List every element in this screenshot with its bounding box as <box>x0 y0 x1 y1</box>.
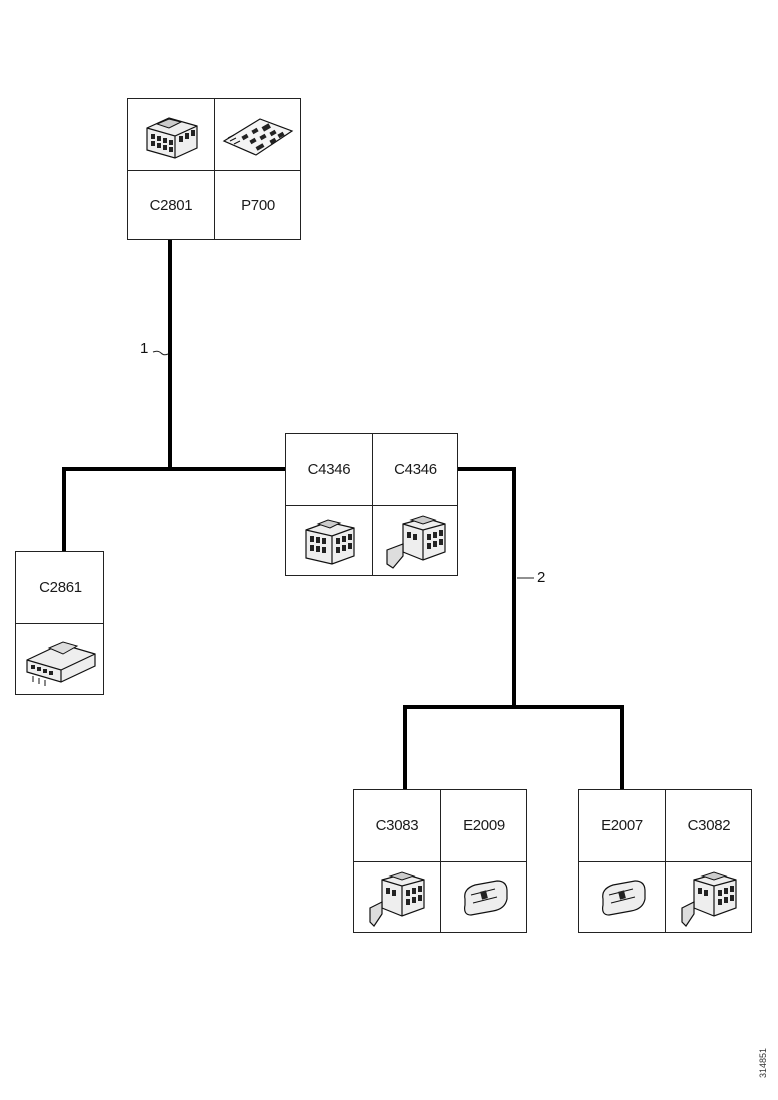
connector-c3083-image <box>354 861 440 934</box>
flat-plug-connector-icon <box>25 640 96 686</box>
wire-drop-e2007 <box>620 705 624 791</box>
connector-p700-image <box>214 99 302 170</box>
connector-group-c2861: C2861 <box>15 551 104 695</box>
connector-c3082-image <box>665 861 753 934</box>
connector-label-c2861: C2861 <box>39 579 82 596</box>
figure-reference-number: 314851 <box>758 1047 768 1078</box>
angled-connector-icon <box>681 870 737 927</box>
wire-trunk-2 <box>512 467 516 709</box>
connector-group-c2801-p700: C2801 P700 <box>127 98 301 240</box>
angled-connector-icon <box>385 515 446 569</box>
connector-label-c2801: C2801 <box>149 197 193 214</box>
multi-pin-connector-icon <box>305 519 355 565</box>
callout-2-leader <box>517 577 534 579</box>
connector-group-c4346: C4346 C4346 <box>285 433 458 576</box>
connector-label-p700: P700 <box>241 197 275 214</box>
connector-c4346-b-image <box>372 505 459 577</box>
circuit-board-icon <box>222 117 294 156</box>
connector-e2007-image <box>579 861 665 934</box>
oval-connector-icon <box>464 879 508 916</box>
connector-c2861-image <box>16 623 105 696</box>
wire-drop-c2861 <box>62 467 66 553</box>
connector-c4346-a-image <box>286 505 372 577</box>
wire-trunk-1 <box>168 239 172 470</box>
angled-connector-icon <box>369 870 425 927</box>
connector-e2009-image <box>440 861 528 934</box>
oval-connector-icon <box>602 879 646 916</box>
wire-branch-left <box>62 467 287 471</box>
connector-group-e2007-c3082: E2007 C3082 <box>578 789 752 933</box>
connector-label-e2009: E2009 <box>463 817 505 834</box>
connector-label-c4346-a: C4346 <box>307 461 351 478</box>
connector-c2801-image <box>128 99 214 170</box>
multi-pin-connector-icon <box>146 116 198 159</box>
wire-drop-c3083 <box>403 705 407 791</box>
callout-2: 2 <box>537 569 546 586</box>
connector-label-c4346-b: C4346 <box>394 461 437 478</box>
wire-branch-right <box>456 467 516 471</box>
callout-1-leader <box>152 350 169 356</box>
connector-label-e2007: E2007 <box>601 817 643 834</box>
connector-label-c3083: C3083 <box>375 817 419 834</box>
callout-1: 1 <box>140 340 149 357</box>
connector-group-c3083-e2009: C3083 E2009 <box>353 789 527 933</box>
wire-branch-bottom <box>403 705 624 709</box>
connector-label-c3082: C3082 <box>687 817 731 834</box>
